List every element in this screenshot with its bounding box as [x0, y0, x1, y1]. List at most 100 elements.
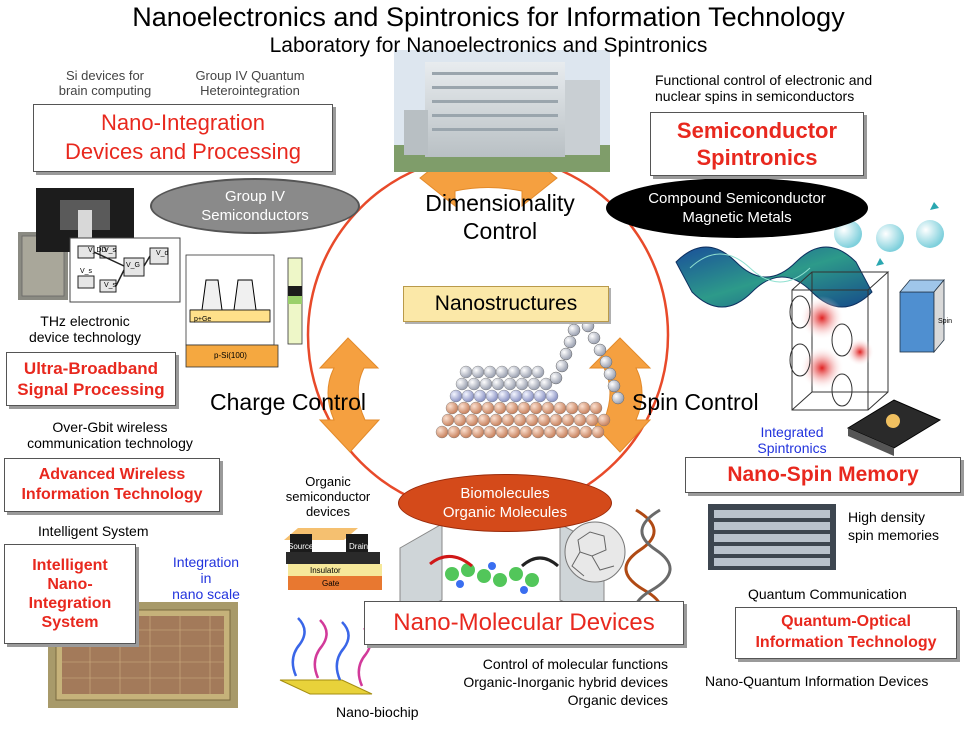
organic-transistor-image [284, 528, 384, 590]
nanobiochip-caption: Nano-biochip [336, 704, 419, 720]
spin-lattice-image [789, 271, 890, 411]
sem-chip-image [18, 188, 181, 303]
lattice-atom [553, 401, 567, 415]
chain-atom [611, 391, 625, 405]
lattice-atom [455, 377, 469, 391]
ic-chip-image [846, 399, 942, 456]
substrate-label: p-Si(100) [214, 351, 247, 360]
lattice-atom [465, 413, 479, 427]
nanobiochip-image [279, 617, 373, 695]
lattice-atom [459, 365, 473, 379]
lattice-atom [449, 389, 463, 403]
lattice-atom [441, 413, 455, 427]
lattice-atom [471, 425, 485, 439]
left-arrow [318, 337, 381, 453]
vg-label: V_G [126, 262, 141, 269]
lattice-atom [469, 401, 483, 415]
fullerene-image [564, 521, 626, 583]
page-title: Nanoelectronics and Spintronics for Info… [132, 2, 845, 32]
lattice-atom [565, 401, 579, 415]
nano-molecular-box: Nano-Molecular Devices [364, 601, 684, 645]
chain-atom [593, 343, 607, 357]
vs-label-3: V_s [104, 282, 117, 289]
chain-atom [599, 355, 613, 369]
lattice-atom [489, 413, 503, 427]
vd-label: V_d [156, 250, 169, 257]
lattice-atom [515, 377, 529, 391]
nano-quantum-caption: Nano-Quantum Information Devices [705, 673, 929, 689]
lattice-atom [445, 401, 459, 415]
quantum-communication-caption: Quantum Communication [748, 586, 907, 602]
lattice-atom [495, 365, 509, 379]
lattice-atom [579, 425, 593, 439]
lattice-atom [561, 413, 575, 427]
lattice-atom [483, 365, 497, 379]
chain-atom [555, 359, 569, 373]
intelligent-system-caption: Intelligent System [38, 523, 149, 539]
atomic-lattice-image [435, 289, 625, 439]
lattice-atom [541, 401, 555, 415]
lattice-atom [543, 425, 557, 439]
chain-atom [603, 367, 617, 381]
vs-label-1: V_s [104, 247, 117, 254]
pge-label: p+Ge [194, 316, 212, 323]
lattice-atom [481, 401, 495, 415]
lattice-atom [509, 389, 523, 403]
lattice-atom [567, 425, 581, 439]
chain-atom [563, 335, 577, 349]
spin-wave-image [675, 202, 944, 308]
lattice-atom [531, 365, 545, 379]
lattice-atom [597, 413, 611, 427]
lattice-atom [531, 425, 545, 439]
lattice-atom [549, 413, 563, 427]
lattice-atom [507, 365, 521, 379]
lattice-atom [485, 389, 499, 403]
lattice-atom [461, 389, 475, 403]
lattice-atom [473, 389, 487, 403]
gate-label: Gate [322, 579, 340, 588]
lattice-atom [585, 413, 599, 427]
spin-control-label: Spin Control [632, 389, 759, 415]
chain-atom [559, 347, 573, 361]
spin-memory-photo [708, 504, 836, 570]
lattice-atom [513, 413, 527, 427]
lattice-atom [589, 401, 603, 415]
lattice-atom [453, 413, 467, 427]
lattice-atom [525, 413, 539, 427]
lattice-atom [545, 389, 559, 403]
lattice-atom [495, 425, 509, 439]
spin-device-cube [899, 278, 945, 354]
chain-atom [567, 323, 581, 337]
chain-atom [549, 371, 563, 385]
lattice-atom [505, 401, 519, 415]
insulator-label: Insulator [310, 566, 341, 575]
lattice-atom [467, 377, 481, 391]
lattice-atom [507, 425, 521, 439]
spin-small-label: Spin [938, 318, 953, 325]
lattice-atom [501, 413, 515, 427]
lattice-atom [479, 377, 493, 391]
lattice-atom [483, 425, 497, 439]
drain-label: Drain [349, 542, 369, 551]
lattice-atom [459, 425, 473, 439]
chain-atom [587, 331, 601, 345]
lattice-atom [591, 425, 605, 439]
chain-atom [607, 379, 621, 393]
